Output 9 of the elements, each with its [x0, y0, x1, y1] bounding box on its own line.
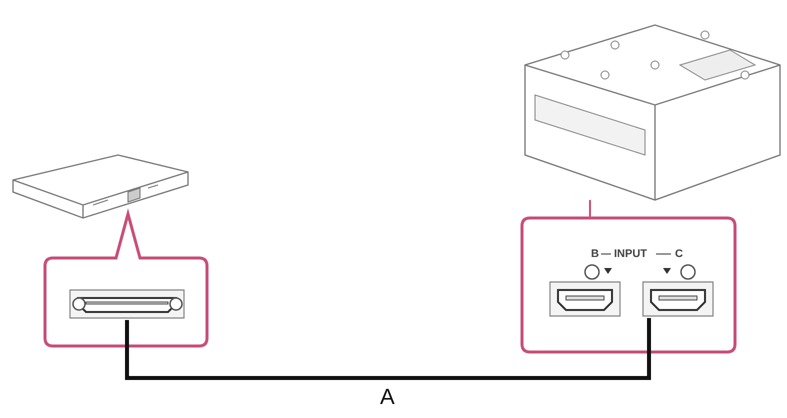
- port-label: B: [591, 248, 599, 260]
- port-label: C: [675, 248, 683, 260]
- port-label: INPUT: [614, 248, 647, 260]
- cable: [125, 318, 651, 380]
- hdmi-port: [641, 280, 715, 318]
- hdmi-port: [548, 280, 622, 318]
- callout-panel: [522, 218, 735, 352]
- leader-line: [589, 200, 591, 218]
- hdmi-port: [68, 288, 186, 320]
